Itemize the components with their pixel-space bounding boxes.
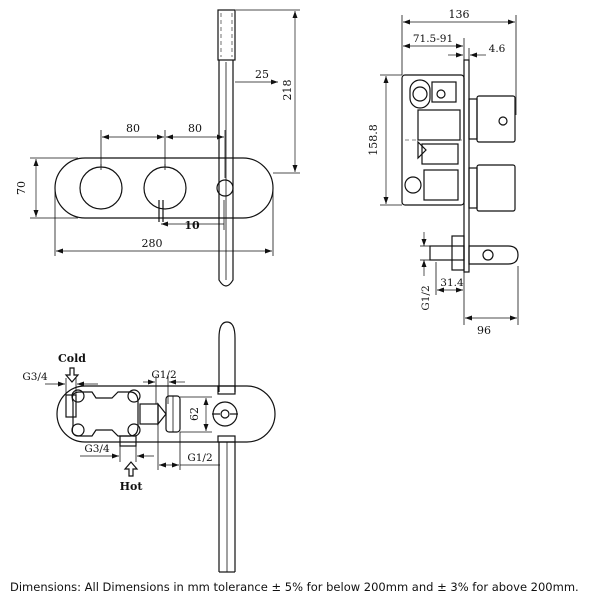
handles-side (468, 95, 516, 212)
dim-inlet-cold: G3/4 (22, 371, 48, 383)
rear-valve (65, 389, 181, 447)
dim-outlet-top: G1/2 (151, 369, 176, 381)
front-handle-left (79, 166, 123, 210)
dim-centre: 62 (188, 407, 201, 421)
rear-view: Cold G3/4 G1/2 62 G3/4 Hot G1/2 (22, 321, 276, 573)
technical-drawing: 218 25 80 80 70 10 280 136 (15, 8, 519, 573)
dim-outlet-total: 96 (477, 324, 491, 337)
rear-wall-plate (56, 385, 276, 443)
front-handle-right (143, 166, 187, 210)
dimensions-caption: Dimensions: All Dimensions in mm toleran… (10, 580, 579, 594)
valve-body-side (401, 74, 465, 206)
dim-total-depth: 136 (449, 8, 470, 21)
dim-adjust-range: 71.5-91 (413, 33, 453, 45)
dim-plate-width: 280 (142, 237, 163, 250)
dim-handset-height: 218 (281, 80, 294, 101)
dim-outlet-bottom: G1/2 (187, 452, 212, 464)
label-cold: Cold (58, 352, 86, 365)
dim-offset-small: 10 (184, 219, 200, 232)
front-view: 218 25 80 80 70 10 280 (15, 9, 300, 287)
hand-shower-rear (217, 321, 236, 573)
hand-shower (217, 9, 236, 287)
outlet-side (429, 235, 519, 271)
side-view: 136 71.5-91 4.6 (367, 8, 519, 337)
dim-body-height: 158.8 (367, 124, 380, 156)
dim-inlet-hot: G3/4 (84, 443, 110, 455)
label-hot: Hot (120, 480, 144, 493)
dim-outlet-depth: 31.4 (440, 277, 464, 289)
dim-spacing-right: 80 (188, 122, 202, 135)
dim-handset-offset: 25 (255, 68, 269, 81)
dim-plate-thickness: 4.6 (489, 43, 506, 55)
dim-spacing-left: 80 (126, 122, 140, 135)
dim-plate-height: 70 (15, 181, 28, 195)
dim-outlet-thread: G1/2 (420, 285, 432, 310)
